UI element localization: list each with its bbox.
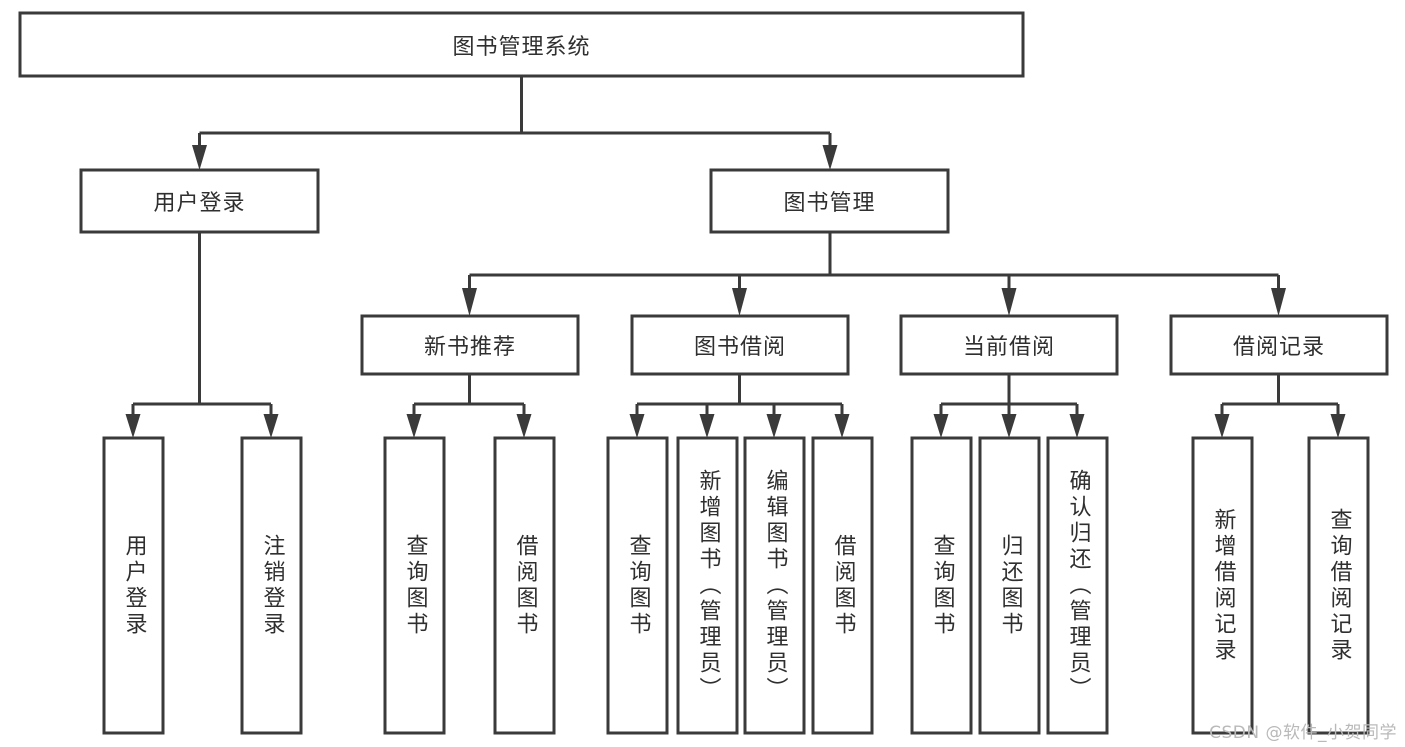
leaf-logout-login-rect[interactable] (240, 436, 303, 735)
leaf-query-book-1-rect[interactable] (383, 436, 446, 735)
watermark-text: CSDN @软件_小贺同学 (1209, 723, 1397, 743)
leaf-confirm-return-rect[interactable] (1046, 436, 1109, 735)
connector-group-new-book-recommend (406, 374, 532, 438)
leaf-user-login-rect[interactable] (102, 436, 165, 735)
node-borrow-record-rect[interactable] (1169, 314, 1389, 376)
leaf-borrow-book-2-rect[interactable] (811, 436, 874, 735)
leaf-return-book-rect[interactable] (978, 436, 1041, 735)
leaf-borrow-book-1-rect[interactable] (493, 436, 556, 735)
leaf-query-book-3-rect[interactable] (910, 436, 973, 735)
leaf-query-book-2-rect[interactable] (606, 436, 669, 735)
node-root-rect[interactable] (18, 11, 1025, 78)
connector-group-book-borrow (629, 374, 850, 438)
node-book-management-rect[interactable] (709, 168, 950, 234)
connector-group-borrow-record (1214, 374, 1346, 438)
leaf-add-record-rect[interactable] (1191, 436, 1254, 735)
connector-group-book-management (462, 232, 1286, 316)
connector-group-root (192, 76, 838, 170)
node-book-borrow-rect[interactable] (630, 314, 850, 376)
leaf-edit-book-rect[interactable] (743, 436, 806, 735)
connector-group-user-login (125, 232, 279, 438)
leaf-add-book-rect[interactable] (676, 436, 739, 735)
node-new-book-recommend-rect[interactable] (360, 314, 580, 376)
connector-group-current-borrow (933, 374, 1085, 438)
leaf-query-record-rect[interactable] (1307, 436, 1370, 735)
node-current-borrow-rect[interactable] (899, 314, 1119, 376)
node-user-login-rect[interactable] (79, 168, 320, 234)
